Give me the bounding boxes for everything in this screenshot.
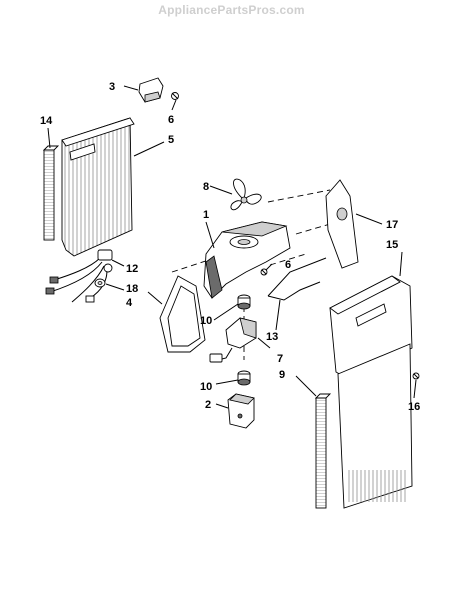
part-16-screw: [412, 372, 420, 380]
part-14-strip: [42, 145, 60, 241]
callout-3: 3: [109, 81, 115, 93]
part-1-fan-housing: [203, 221, 291, 299]
part-5-cover-panel: [61, 117, 135, 257]
part-2-motor-bracket: [227, 393, 255, 429]
callout-9: 9: [279, 369, 285, 381]
guide-line-2: [267, 189, 331, 203]
callout-1: 1: [203, 209, 209, 221]
callout-2: 2: [205, 399, 211, 411]
guide-line-1: [171, 257, 216, 273]
callout-8: 8: [203, 181, 209, 193]
part-17-upper-shroud: [325, 179, 359, 269]
leader-lines: [47, 85, 417, 409]
part-10-grommet-lower: [237, 370, 251, 386]
callout-4: 4: [126, 297, 133, 309]
callout-6-top: 6: [168, 114, 174, 126]
guide-line-3: [295, 223, 331, 235]
part-6-screw-top: [171, 92, 179, 100]
callout-17: 17: [386, 219, 398, 231]
callout-10-lower: 10: [200, 381, 212, 393]
part-10-grommet-upper: [237, 294, 251, 310]
part-12-wire-harness: [45, 249, 113, 303]
part-3-cap: [138, 77, 164, 103]
part-18-shroud-back: [159, 275, 206, 353]
callout-13: 13: [266, 331, 278, 343]
part-7-fan-motor: [209, 317, 257, 363]
part-15-evaporator-cover: [329, 275, 413, 509]
guide-line-4: [269, 253, 307, 266]
callout-18: 18: [126, 283, 138, 295]
part-8-fan-blade: [230, 178, 262, 211]
callout-10-upper: 10: [200, 315, 212, 327]
callout-labels: 3 6 5 14 8 1 6 12 18 4 10 13 7 9 10 2 17…: [40, 81, 420, 413]
callout-12: 12: [126, 263, 138, 275]
part-4-connector: [94, 278, 106, 288]
callout-7: 7: [277, 353, 283, 365]
watermark: AppliancePartsPros.com: [158, 3, 305, 17]
callout-6-right: 6: [285, 259, 291, 271]
part-9-strip: [314, 393, 332, 509]
callout-5: 5: [168, 134, 174, 146]
part-13-bracket-rod: [267, 257, 327, 301]
callout-16: 16: [408, 401, 420, 413]
part-6-screw-right: [260, 268, 268, 276]
callout-14: 14: [40, 115, 53, 127]
callout-15: 15: [386, 239, 398, 251]
